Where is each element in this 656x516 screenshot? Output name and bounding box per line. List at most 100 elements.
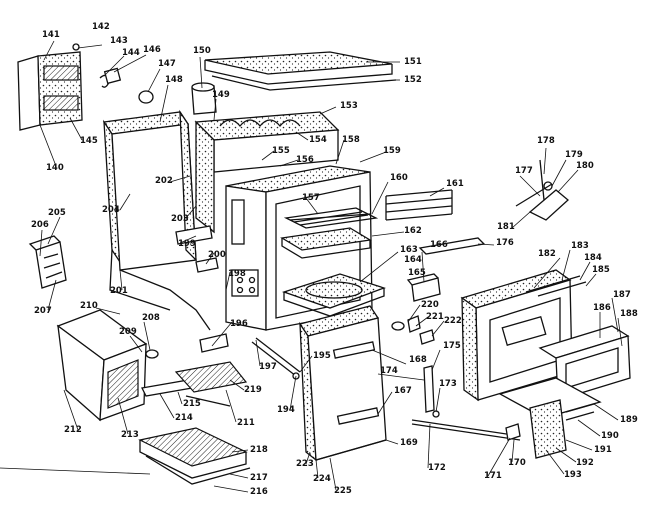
part-label-184: 184	[584, 253, 602, 263]
part-label-202: 202	[155, 176, 173, 186]
part-label-214: 214	[175, 413, 193, 423]
part-label-189: 189	[620, 415, 638, 425]
ignitor-bracket	[406, 273, 441, 302]
part-label-223: 223	[296, 459, 314, 469]
top-grate	[204, 51, 397, 91]
part-label-140: 140	[46, 163, 64, 173]
drawer-insert	[538, 325, 631, 401]
part-label-162: 162	[404, 226, 422, 236]
broiler-grate	[138, 427, 251, 485]
part-label-157: 157	[302, 193, 320, 203]
part-label-211: 211	[237, 418, 255, 428]
part-label-160: 160	[390, 173, 408, 183]
part-label-149: 149	[212, 90, 230, 100]
part-label-190: 190	[601, 431, 619, 441]
part-label-221: 221	[426, 312, 444, 322]
part-label-206: 206	[31, 220, 49, 230]
storage-box	[56, 309, 159, 422]
part-label-224: 224	[313, 474, 331, 484]
part-label-161: 161	[446, 179, 464, 189]
part-label-174: 174	[380, 366, 398, 376]
part-label-201: 201	[110, 286, 128, 296]
part-label-163: 163	[400, 245, 418, 255]
part-label-172: 172	[428, 463, 446, 473]
part-label-193: 193	[564, 470, 582, 480]
part-label-195: 195	[313, 351, 331, 361]
oven-rack	[280, 207, 379, 259]
part-label-210: 210	[80, 301, 98, 311]
part-label-185: 185	[592, 265, 610, 275]
hinge-assembly	[515, 159, 569, 221]
part-label-196: 196	[230, 319, 248, 329]
part-label-207: 207	[34, 306, 52, 316]
part-label-225: 225	[334, 486, 352, 496]
part-label-150: 150	[193, 46, 211, 56]
part-label-208: 208	[142, 313, 160, 323]
part-label-144: 144	[122, 48, 140, 58]
part-label-159: 159	[383, 146, 401, 156]
part-label-168: 168	[409, 355, 427, 365]
leader-lines	[39, 40, 623, 493]
part-label-204: 204	[102, 205, 120, 215]
part-label-156: 156	[296, 155, 314, 165]
part-label-220: 220	[421, 300, 439, 310]
part-number-labels: 1401411421431441451461471481491501511521…	[31, 22, 638, 497]
burner-mount-brackets	[175, 225, 219, 273]
burner-valve	[191, 82, 217, 115]
part-label-164: 164	[404, 255, 422, 265]
part-label-171: 171	[484, 471, 502, 481]
part-label-179: 179	[565, 150, 583, 160]
part-label-180: 180	[576, 161, 594, 171]
part-label-187: 187	[613, 290, 631, 300]
part-label-222: 222	[444, 316, 462, 326]
lower-trim-rail	[498, 377, 602, 459]
part-label-182: 182	[538, 249, 556, 259]
part-label-217: 217	[250, 473, 268, 483]
part-label-169: 169	[400, 438, 418, 448]
baseline-rule	[0, 467, 151, 475]
part-label-176: 176	[496, 238, 514, 248]
part-label-219: 219	[244, 385, 262, 395]
part-label-142: 142	[92, 22, 110, 32]
part-label-167: 167	[394, 386, 412, 396]
part-label-165: 165	[408, 268, 426, 278]
part-label-200: 200	[208, 250, 226, 260]
part-label-170: 170	[508, 458, 526, 468]
part-label-191: 191	[594, 445, 612, 455]
broiler-drawer-front	[460, 269, 587, 402]
part-label-199: 199	[178, 239, 196, 249]
part-label-194: 194	[277, 405, 295, 415]
part-label-198: 198	[228, 269, 246, 279]
part-label-186: 186	[593, 303, 611, 313]
part-label-158: 158	[342, 135, 360, 145]
part-label-209: 209	[119, 327, 137, 337]
part-label-216: 216	[250, 487, 268, 497]
bottom-burner-parts	[141, 361, 248, 407]
part-label-146: 146	[143, 45, 161, 55]
part-label-155: 155	[272, 146, 290, 156]
side-mount-bracket	[28, 235, 67, 289]
part-label-212: 212	[64, 425, 82, 435]
part-label-173: 173	[439, 379, 457, 389]
part-label-197: 197	[259, 362, 277, 372]
part-label-145: 145	[80, 136, 98, 146]
part-label-166: 166	[430, 240, 448, 250]
rear-burner-box	[194, 111, 340, 234]
part-label-141: 141	[42, 30, 60, 40]
rack-supports	[385, 189, 453, 221]
screw-and-clips	[72, 43, 154, 104]
oven-door	[298, 305, 387, 462]
part-label-177: 177	[515, 166, 533, 176]
part-label-153: 153	[340, 101, 358, 111]
part-label-215: 215	[183, 399, 201, 409]
part-label-205: 205	[48, 208, 66, 218]
part-label-151: 151	[404, 57, 422, 67]
side-panel-bracket	[17, 51, 83, 131]
part-label-213: 213	[121, 430, 139, 440]
part-label-154: 154	[309, 135, 327, 145]
part-label-152: 152	[404, 75, 422, 85]
part-label-181: 181	[497, 222, 515, 232]
part-label-203: 203	[171, 214, 189, 224]
part-label-192: 192	[576, 458, 594, 468]
